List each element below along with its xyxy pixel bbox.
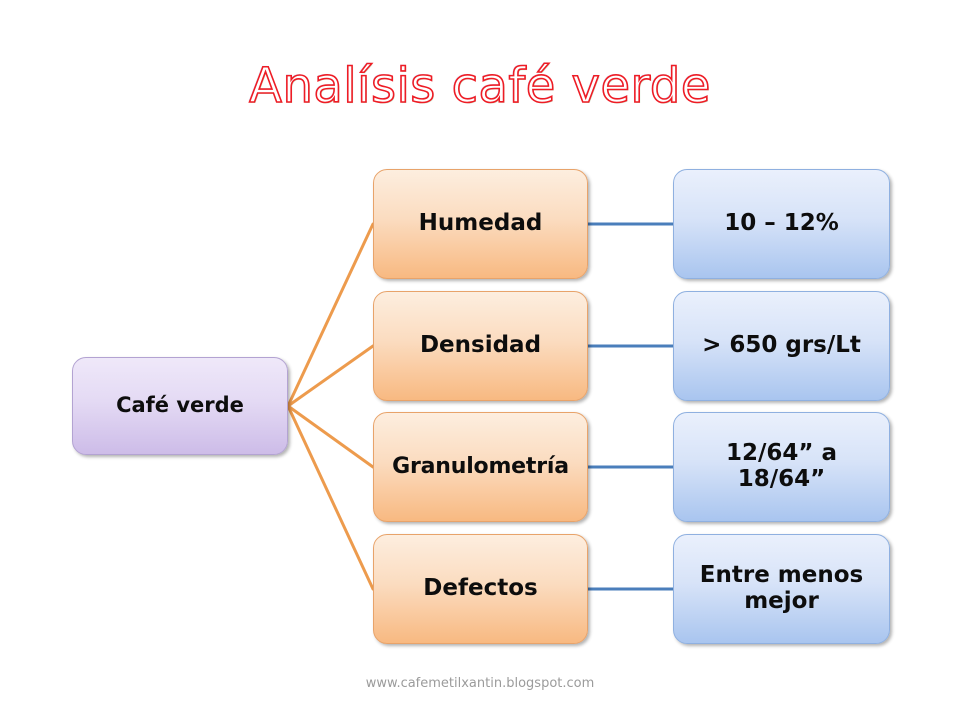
node-root-cafe-verde[interactable]: Café verde <box>72 357 288 455</box>
branch-connector-densidad <box>286 344 375 408</box>
node-category-densidad[interactable]: Densidad <box>373 291 588 401</box>
branch-connector-humedad <box>286 222 375 408</box>
node-category-defectos[interactable]: Defectos <box>373 534 588 644</box>
value-connectors <box>588 222 673 591</box>
node-category-humedad[interactable]: Humedad <box>373 169 588 279</box>
node-value-humedad[interactable]: 10 – 12% <box>673 169 890 279</box>
branch-connector-granulometria <box>286 404 375 469</box>
branch-connectors <box>286 222 375 591</box>
node-value-defectos[interactable]: Entre menos mejor <box>673 534 890 644</box>
node-value-granulometria[interactable]: 12/64” a 18/64” <box>673 412 890 522</box>
node-value-densidad[interactable]: > 650 grs/Lt <box>673 291 890 401</box>
branch-connector-defectos <box>286 404 375 591</box>
page-title: Analísis café verde <box>248 57 711 115</box>
node-category-granulometria[interactable]: Granulometría <box>373 412 588 522</box>
footer-url: www.cafemetilxantin.blogspot.com <box>365 676 595 691</box>
